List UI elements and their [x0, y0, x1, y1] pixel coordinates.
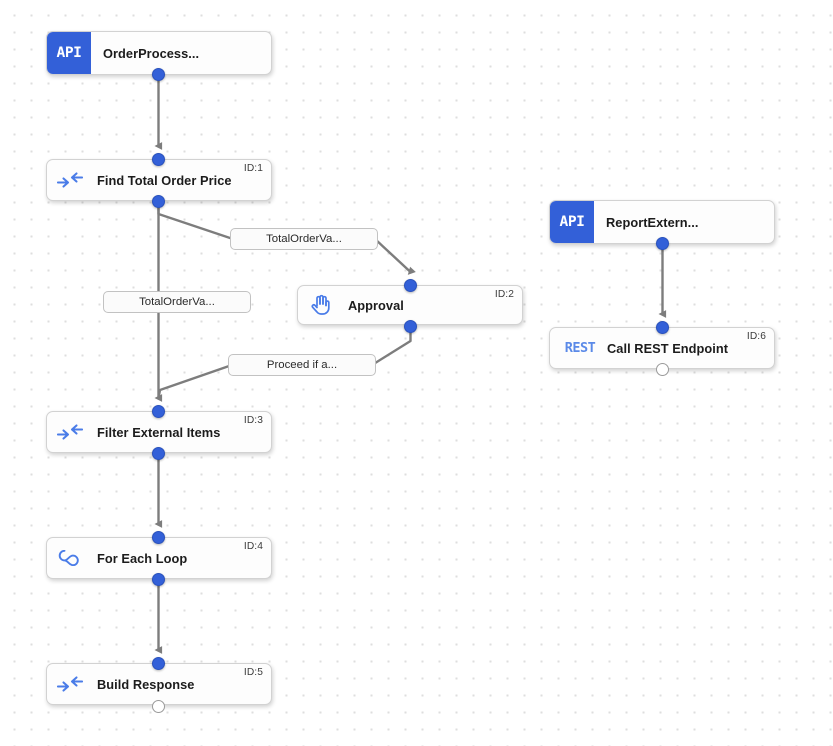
hand-stop-icon: [298, 294, 344, 316]
port-build-response-out[interactable]: [152, 700, 165, 713]
edge-label-total-order-value-upper[interactable]: TotalOrderVa...: [230, 228, 378, 250]
transform-arrows-icon: [47, 676, 93, 692]
port-foreach-out[interactable]: [152, 573, 165, 586]
api-badge-icon: API: [550, 201, 594, 243]
port-filter-in[interactable]: [152, 405, 165, 418]
node-id-badge: ID:4: [243, 541, 263, 552]
node-id-badge: ID:3: [243, 415, 263, 426]
node-build-response[interactable]: Build Response ID:5: [46, 663, 272, 705]
node-title: Find Total Order Price: [97, 172, 232, 188]
node-title: Approval: [348, 297, 404, 313]
port-find-total-out[interactable]: [152, 195, 165, 208]
port-build-response-in[interactable]: [152, 657, 165, 670]
node-call-rest-endpoint[interactable]: REST Call REST Endpoint ID:6: [549, 327, 775, 369]
port-call-rest-out[interactable]: [656, 363, 669, 376]
port-filter-out[interactable]: [152, 447, 165, 460]
node-id-badge: ID:5: [243, 667, 263, 678]
port-approval-out[interactable]: [404, 320, 417, 333]
node-title: For Each Loop: [97, 550, 188, 566]
transform-arrows-icon: [47, 424, 93, 440]
node-title: Filter External Items: [97, 424, 221, 440]
api-badge-icon: API: [47, 32, 91, 74]
node-id-badge: ID:6: [746, 331, 766, 342]
edge-label-proceed-if-approved[interactable]: Proceed if a...: [228, 354, 376, 376]
port-approval-in[interactable]: [404, 279, 417, 292]
node-filter-external-items[interactable]: Filter External Items ID:3: [46, 411, 272, 453]
node-title: Build Response: [97, 676, 195, 692]
port-find-total-in[interactable]: [152, 153, 165, 166]
port-order-process-out[interactable]: [152, 68, 165, 81]
node-id-badge: ID:1: [243, 163, 263, 174]
rest-badge-icon: REST: [564, 340, 596, 356]
node-title: Call REST Endpoint: [607, 340, 729, 356]
port-foreach-in[interactable]: [152, 531, 165, 544]
node-title: OrderProcess...: [103, 45, 200, 61]
port-report-external-out[interactable]: [656, 237, 669, 250]
port-call-rest-in[interactable]: [656, 321, 669, 334]
node-for-each-loop[interactable]: For Each Loop ID:4: [46, 537, 272, 579]
transform-arrows-icon: [47, 172, 93, 188]
node-id-badge: ID:2: [494, 289, 514, 300]
edge-label-total-order-value-lower[interactable]: TotalOrderVa...: [103, 291, 251, 313]
infinity-loop-icon: [47, 550, 93, 566]
node-order-process[interactable]: API OrderProcess...: [46, 31, 272, 75]
node-title: ReportExtern...: [606, 214, 699, 230]
